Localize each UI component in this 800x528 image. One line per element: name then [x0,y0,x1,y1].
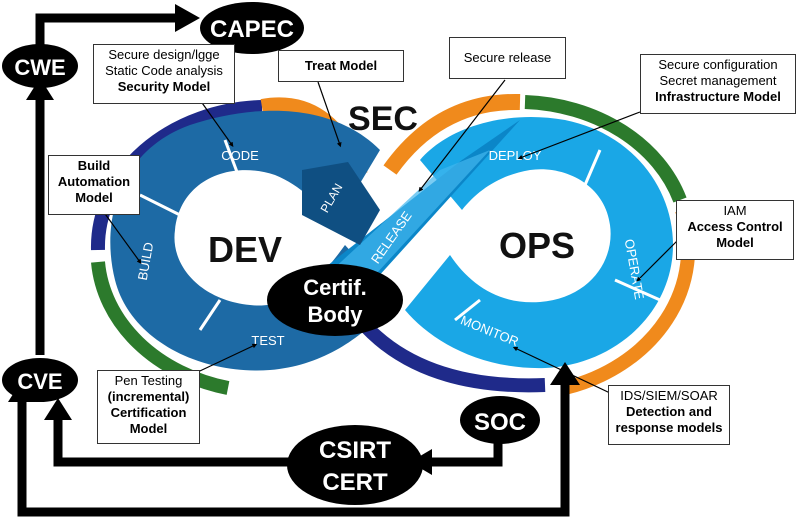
cwe-node[interactable] [2,44,78,88]
stage-test: TEST [251,333,284,348]
release-note-line1: Secure release [463,50,552,65]
right-ring-green [524,95,687,203]
arrowhead-cve-lower [44,398,72,420]
divider-test [198,299,222,331]
plan-block [302,162,380,245]
code-note: Secure design/lgge Static Code analysis … [93,44,235,104]
iam-note-line2: Access Control [687,219,783,234]
bottom-ring-navy [354,315,546,393]
deploy-note: Secure configuration Secret management I… [640,54,796,114]
arrowhead-cwe [26,78,54,100]
iam-note-line1: IAM [723,203,747,218]
callout-ids [512,346,611,394]
right-ring-orange-top [383,93,521,175]
certif-body-node[interactable] [267,264,403,336]
code-note-line1: Secure design/lgge [108,47,220,62]
secure-release-note: Secure release [449,37,566,79]
left-ring-green [91,261,230,395]
callout-treat [317,81,342,148]
arrow-csirt-cve [53,418,290,467]
build-note-line1: Build [77,158,111,173]
csirt-label-2: CERT [322,469,388,496]
build-note-line2: Automation [57,174,131,189]
arrow-soc-csirt [430,440,503,467]
callout-code [199,99,234,147]
ids-note-line2: Detection and [626,404,712,419]
iam-note: IAM Access Control Model [676,200,794,260]
divider-build [139,193,181,217]
certif-label-2: Body [308,302,364,327]
ids-siem-note: IDS/SIEM/SOAR Detection and response mod… [608,385,730,445]
cwe-label: CWE [14,55,65,80]
arrow-cwe-capec [35,13,175,48]
arrow-outer-loop [17,385,570,517]
callout-iam [636,239,679,282]
dev-label: DEV [208,229,282,270]
soc-label: SOC [474,409,526,436]
soc-node[interactable] [460,396,540,444]
pen-note-line2: (incremental) [107,389,190,404]
certif-label-1: Certif. [303,275,367,300]
stage-code: CODE [221,148,259,163]
code-note-line3: Security Model [117,79,211,94]
deploy-note-line1: Secure configuration [658,57,778,72]
code-note-line2: Static Code analysis [105,63,223,78]
pen-testing-note: Pen Testing (incremental) Certification … [97,370,200,444]
capec-node[interactable] [200,2,304,54]
ids-note-line1: IDS/SIEM/SOAR [620,388,718,403]
ids-note-line3: response models [615,420,723,435]
treat-note-line1: Treat Model [304,58,378,73]
callout-release [418,79,506,192]
treat-model-note: Treat Model [278,50,404,82]
arrowhead-capec [175,4,200,32]
callout-deploy [517,111,641,160]
cve-node[interactable] [2,358,78,402]
arrowhead-soc-in [550,362,580,385]
deploy-note-line3: Infrastructure Model [655,89,781,104]
divider-deploy [583,149,602,186]
stage-deploy: DEPLOY [489,148,542,163]
pen-note-line1: Pen Testing [114,373,183,388]
pen-note-line3: Certification [110,405,187,420]
divider-monitor [454,298,481,322]
ops-label: OPS [499,225,575,266]
pen-note-line4: Model [129,421,168,436]
cve-label: CVE [17,369,62,394]
csirt-label-1: CSIRT [319,437,391,464]
stage-build: BUILD [135,241,156,281]
build-automation-note: Build Automation Model [48,155,140,215]
build-note-line3: Model [75,190,113,205]
left-ring-navy [90,100,263,251]
iam-note-line3: Model [716,235,754,250]
csirt-node[interactable] [287,425,423,505]
capec-label: CAPEC [210,16,294,43]
divider-operate [614,278,661,302]
deploy-note-line2: Secret management [659,73,777,88]
sec-label: SEC [348,100,418,138]
divider-code [223,139,242,181]
